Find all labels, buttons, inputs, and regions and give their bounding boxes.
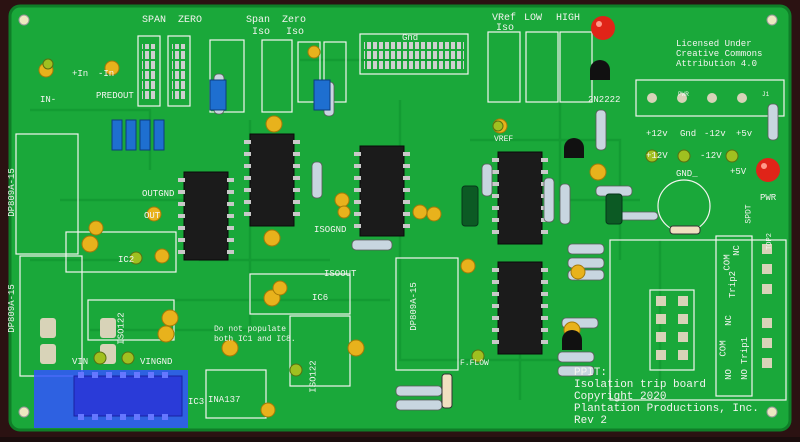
label-low: LOW: [524, 13, 543, 24]
ic-chips: [183, 133, 543, 355]
label-iso122-left: ISO122: [116, 312, 127, 345]
license-line-1: Licensed Under: [676, 39, 752, 49]
label-trip1: Trip1: [740, 336, 751, 365]
resistors: [213, 73, 779, 411]
ic9-chip: [497, 261, 543, 355]
label-trip2: Trip2: [728, 270, 739, 299]
label-vingnd: VINGND: [140, 357, 173, 367]
label-isoout: ISOOUT: [324, 269, 357, 279]
footer-line-5: Rev 2: [574, 415, 608, 427]
label-2n2222-top: 2N2222: [588, 95, 621, 105]
diodes: [441, 225, 701, 409]
label-com-1: COM: [722, 254, 733, 271]
header-pins: [142, 42, 464, 100]
label-dp809a-top: DP809A-15: [6, 168, 17, 217]
label-iso-1: Iso: [252, 27, 271, 38]
ic8-chip: [73, 375, 183, 417]
leds: [591, 16, 780, 182]
label-span: SPAN: [142, 15, 167, 26]
footer-line-4: Plantation Productions, Inc.: [574, 403, 759, 415]
footer-line-2: Isolation trip board: [574, 379, 707, 391]
label-predout: PREDOUT: [96, 91, 134, 101]
ic4-chip: [249, 133, 295, 227]
label-zero: ZERO: [178, 15, 203, 26]
label-dp809a-bottom: DP809A-15: [6, 284, 17, 333]
label-spdt: SPDT: [744, 204, 754, 224]
label-no-2: NO: [739, 369, 750, 380]
label-nc-2: NC: [723, 315, 734, 326]
label-ic2: IC2: [118, 255, 135, 265]
label-pwr-header-12v: +12v: [646, 129, 668, 139]
label-vref: VRef: [492, 13, 517, 24]
label-out-gnd: OUTGND: [142, 189, 175, 199]
label-com-2: COM: [718, 340, 729, 357]
label-pad-5v: +5V: [730, 167, 747, 177]
footer-line-1: PPIT:: [574, 367, 608, 379]
label-pad-12v: +12V: [646, 151, 668, 161]
pad-rows: [40, 93, 772, 368]
mounting-holes: [18, 14, 778, 418]
ic1-chip: [183, 171, 229, 261]
label-no-1: NO: [723, 369, 734, 380]
label-iso122-center: ISO122: [308, 360, 319, 393]
label-zero-iso: Zero: [282, 15, 307, 26]
label-pwr-header-5v: +5v: [736, 129, 753, 139]
label-vin: VIN: [72, 357, 89, 367]
label-pwr-header-neg12v: -12v: [704, 129, 726, 139]
label-pwr-silk: PWR: [678, 91, 689, 98]
label-isognd: ISOGND: [314, 225, 347, 235]
label-in-minus: IN-: [40, 95, 57, 105]
label-j1: J1: [762, 91, 770, 98]
led-top: [591, 16, 615, 40]
label-span-iso: Span: [246, 15, 271, 26]
label-pad-gnd: GND_: [676, 169, 698, 179]
trim-pots: [111, 79, 331, 151]
green-caps: [42, 58, 739, 377]
ic7-chip: [497, 151, 543, 245]
dark-green-parts: [461, 185, 623, 227]
label-ic3: IC3: [188, 397, 205, 407]
label-out: OUT: [144, 211, 161, 221]
label-nc-1: NC: [731, 245, 742, 256]
label-top2: TOP2: [765, 233, 774, 250]
note-do-not-populate-1: Do not populate: [214, 325, 287, 334]
label-ic6: IC6: [312, 293, 329, 303]
label-minus-in: -In: [98, 69, 115, 79]
pcb-edge: [8, 4, 792, 432]
license-line-3: Attribution 4.0: [676, 59, 758, 69]
capacitors: [38, 45, 607, 418]
label-plus-in: +In: [72, 69, 89, 79]
label-high: HIGH: [556, 13, 581, 24]
label-vref-mid: VREF: [494, 135, 514, 144]
label-pwr: PWR: [760, 193, 777, 203]
transistors: [562, 60, 610, 350]
ic8-pins: [78, 372, 168, 420]
label-dp809a-center: DP809A-15: [408, 282, 419, 331]
label-iso-2: Iso: [286, 27, 305, 38]
ic5-chip: [359, 145, 405, 237]
note-do-not-populate-2: both IC1 and IC8.: [214, 335, 296, 344]
label-ina137: INA137: [208, 395, 241, 405]
label-gnd-header: Gnd: [402, 33, 419, 43]
label-pwr-header-gnd: Gnd: [680, 129, 697, 139]
footer-line-3: Copyright 2020: [574, 391, 667, 403]
label-pad-neg12v: -12V: [700, 151, 722, 161]
license-line-2: Creative Commons: [676, 49, 763, 59]
label-vref-iso: Iso: [496, 23, 515, 34]
label-flow: F.FLOW: [460, 359, 489, 368]
led-pwr: [756, 158, 780, 182]
